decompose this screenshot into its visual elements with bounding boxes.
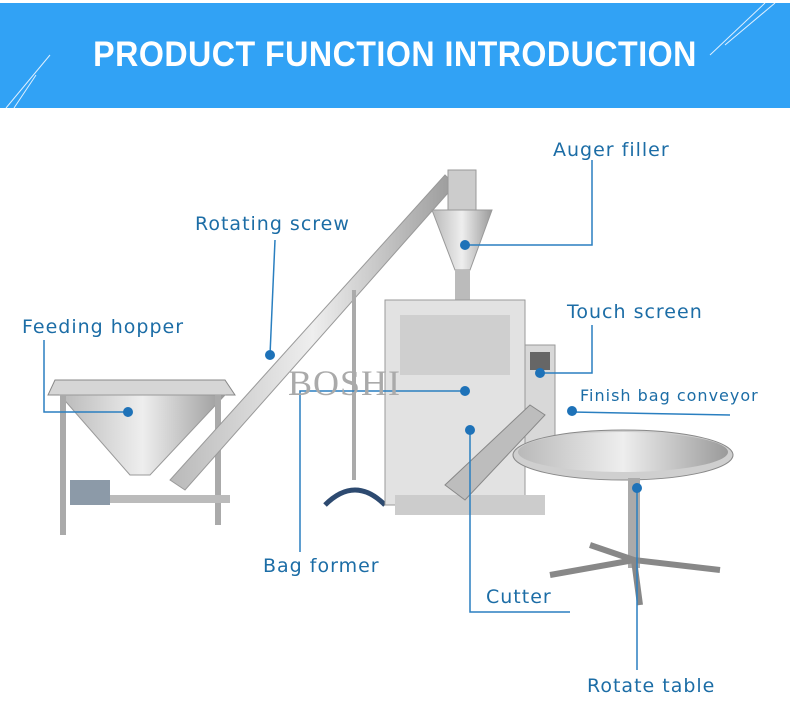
label-feeding-hopper: Feeding hopper bbox=[22, 316, 185, 338]
label-cutter: Cutter bbox=[486, 586, 552, 608]
header-banner: PRODUCT FUNCTION INTRODUCTION bbox=[0, 3, 790, 108]
banner-decor-lines bbox=[5, 3, 776, 108]
feeding-hopper-shape bbox=[47, 379, 236, 535]
page-title: PRODUCT FUNCTION INTRODUCTION bbox=[93, 35, 697, 74]
watermark: BOSHI bbox=[288, 363, 402, 403]
label-finish-bag-conveyor: Finish bag conveyor bbox=[580, 386, 759, 405]
label-bag-former: Bag former bbox=[263, 555, 380, 577]
callout-lines bbox=[43, 160, 731, 670]
label-touch-screen: Touch screen bbox=[567, 301, 703, 323]
label-auger-filler: Auger filler bbox=[553, 139, 670, 161]
label-rotate-table: Rotate table bbox=[587, 675, 716, 697]
label-rotating-screw: Rotating screw bbox=[195, 213, 350, 235]
rotate-table-shape bbox=[512, 429, 734, 606]
callout-dots bbox=[123, 240, 642, 493]
